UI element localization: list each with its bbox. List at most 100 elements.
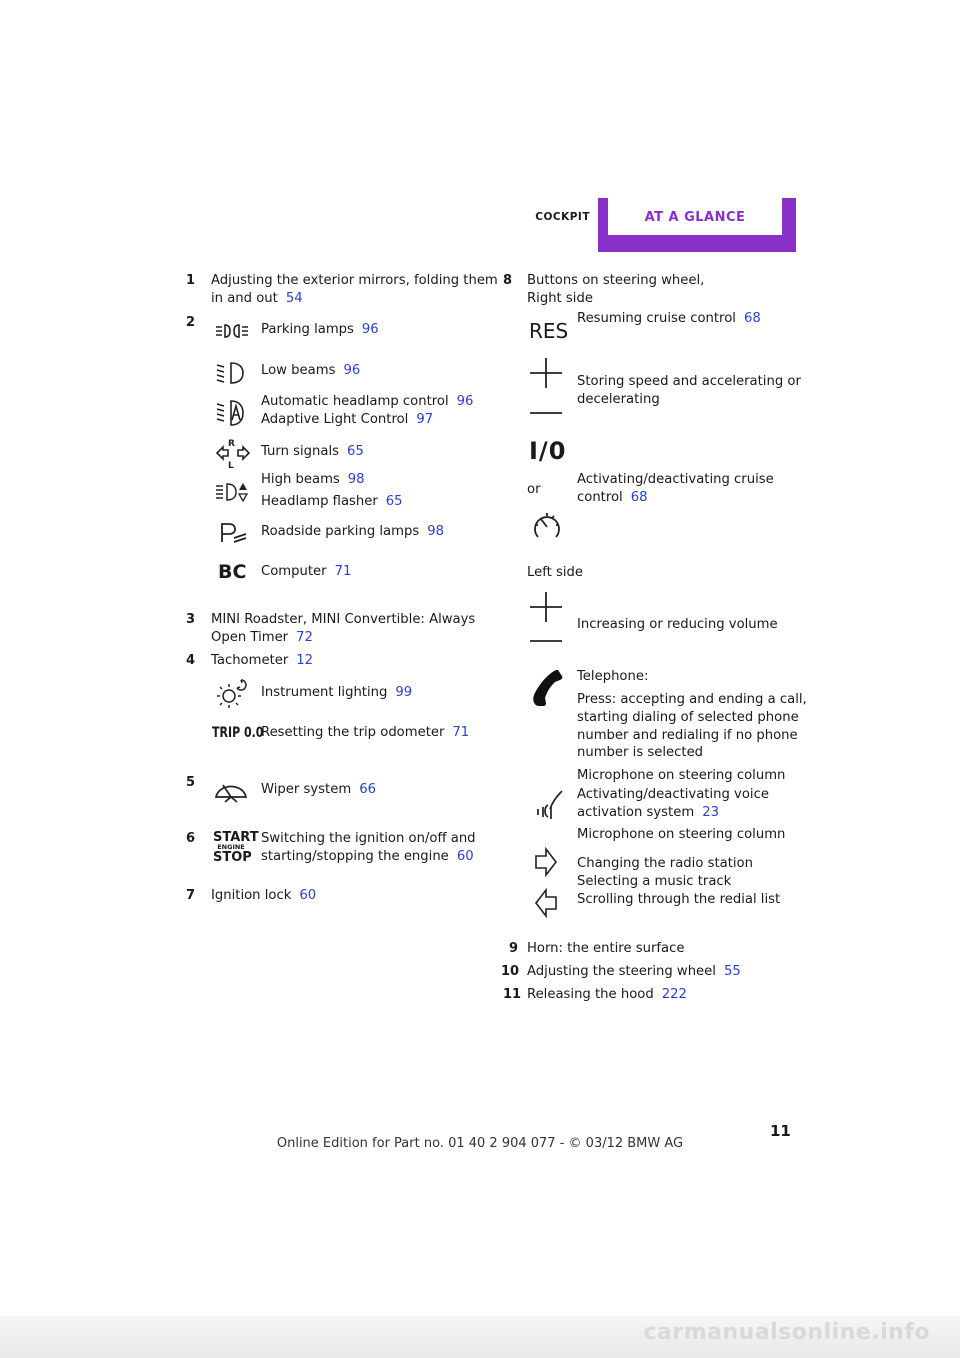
feature-row: Selecting a music track [577, 874, 732, 889]
item-text-line: Ignition lock [211, 888, 292, 903]
instrument-lighting-icon [213, 676, 253, 712]
feature-label: Resuming cruise control [577, 311, 736, 326]
item-text-line: Open Timer [211, 630, 289, 645]
item-text: Releasing the hood 222 [527, 986, 687, 1004]
chapter-tab: AT A GLANCE [598, 198, 796, 252]
feature-label: Resetting the trip odometer [261, 725, 445, 740]
feature-row: Activating/deactivating voice [577, 787, 769, 802]
item-number: 4 [186, 653, 196, 668]
item-text-line: Tachometer [211, 653, 289, 668]
feature-label: control [577, 490, 623, 505]
start-stop-text: STOP [213, 849, 252, 865]
page-ref-link[interactable]: 65 [347, 444, 364, 459]
telephone-icon [530, 668, 564, 706]
feature-row: Changing the radio station [577, 856, 753, 871]
feature-row: Parking lamps 96 [261, 321, 379, 339]
item-number: 1 [186, 273, 196, 288]
page-ref-link[interactable]: 97 [416, 412, 434, 427]
watermark-text: carmanualsonline.info [643, 1320, 930, 1345]
page-ref-link[interactable]: 96 [343, 363, 361, 378]
page-ref-link[interactable]: 222 [661, 987, 687, 1002]
feature-row: Activating/deactivating cruise [577, 472, 774, 487]
watermark-bar: carmanualsonline.info [0, 1316, 960, 1358]
svg-text:L: L [228, 461, 234, 469]
feature-label: High beams [261, 472, 340, 487]
page-ref-link[interactable]: 65 [385, 494, 403, 509]
item-number: 8 [503, 273, 513, 288]
feature-row: Increasing or reducing volume [577, 617, 778, 632]
item-text: Horn: the entire surface [527, 941, 685, 956]
page-ref-link[interactable]: 98 [347, 472, 365, 487]
feature-row: Storing speed and accelerating or [577, 374, 801, 389]
feature-row: Roadside parking lamps 98 [261, 523, 444, 541]
page-ref-link[interactable]: 99 [395, 685, 413, 700]
page-ref-link[interactable]: 98 [427, 524, 445, 539]
page-ref-link[interactable]: 12 [296, 653, 314, 668]
item-number: 10 [501, 964, 520, 979]
arrow-left-icon [533, 888, 559, 918]
feature-row: Telephone: [577, 669, 649, 684]
turn-signals-icon: R L [214, 437, 252, 469]
feature-row: Microphone on steering column [577, 768, 786, 783]
page-ref-link[interactable]: 68 [743, 311, 761, 326]
feature-row: Switching the ignition on/off and [261, 831, 476, 846]
item-number: 6 [186, 831, 196, 846]
item-number: 5 [186, 775, 196, 790]
section-label: COCKPIT [535, 211, 590, 223]
feature-label: Roadside parking lamps [261, 524, 420, 539]
res-button-icon: RES [529, 319, 569, 343]
item-number: 3 [186, 612, 196, 627]
page-ref-link[interactable]: 96 [456, 394, 474, 409]
or-label: or [527, 482, 541, 497]
feature-label: Automatic headlamp control [261, 394, 449, 409]
page-ref-link[interactable]: 55 [723, 964, 741, 979]
item-number: 9 [509, 941, 519, 956]
item-number: 7 [186, 888, 196, 903]
feature-label: Computer [261, 564, 327, 579]
item-text: Adjusting the exterior mirrors, folding … [211, 273, 498, 288]
wiper-icon [213, 777, 249, 805]
feature-row: Computer 71 [261, 563, 351, 581]
high-beams-icon [214, 480, 252, 504]
start-stop-icon: START ENGINE STOP [213, 830, 259, 865]
item-text: Tachometer 12 [211, 652, 313, 670]
page-ref-link[interactable]: 96 [361, 322, 379, 337]
voice-activation-icon [530, 789, 566, 827]
page-ref-link[interactable]: 68 [630, 490, 648, 505]
feature-label: Parking lamps [261, 322, 354, 337]
start-stop-text: START [213, 830, 259, 845]
page-ref-link[interactable]: 23 [702, 805, 719, 820]
item-text-line: Releasing the hood [527, 987, 654, 1002]
edition-footer: Online Edition for Part no. 01 40 2 904 … [276, 1136, 684, 1151]
feature-label: Instrument lighting [261, 685, 388, 700]
computer-icon: BC [218, 561, 247, 583]
feature-row: Resuming cruise control 68 [577, 310, 761, 328]
item-text: Open Timer 72 [211, 629, 313, 647]
chapter-tab-label: AT A GLANCE [608, 198, 782, 235]
page-ref-link[interactable]: 71 [452, 725, 470, 740]
low-beams-icon [214, 360, 250, 386]
feature-label: Low beams [261, 363, 336, 378]
feature-row: Scrolling through the redial list [577, 892, 781, 907]
parking-lamps-icon [212, 321, 252, 341]
feature-row: number and redialing if no phone [577, 728, 798, 743]
item-text: Ignition lock 60 [211, 887, 316, 905]
feature-row: decelerating [577, 392, 660, 407]
page-ref-link[interactable]: 71 [334, 564, 352, 579]
page-ref-link[interactable]: 60 [299, 888, 317, 903]
on-off-icon: I/0 [529, 437, 567, 465]
feature-row: Press: accepting and ending a call, [577, 692, 807, 707]
page-ref-link[interactable]: 66 [359, 782, 376, 797]
item-text: Right side [527, 291, 593, 306]
page-ref-link[interactable]: 54 [285, 291, 303, 306]
feature-label: Turn signals [261, 444, 340, 459]
page-ref-link[interactable]: 72 [296, 630, 313, 645]
speedometer-icon [530, 509, 564, 543]
plus-icon [528, 356, 564, 390]
page-ref-link[interactable]: 60 [456, 849, 474, 864]
feature-row: High beams 98 [261, 471, 365, 489]
